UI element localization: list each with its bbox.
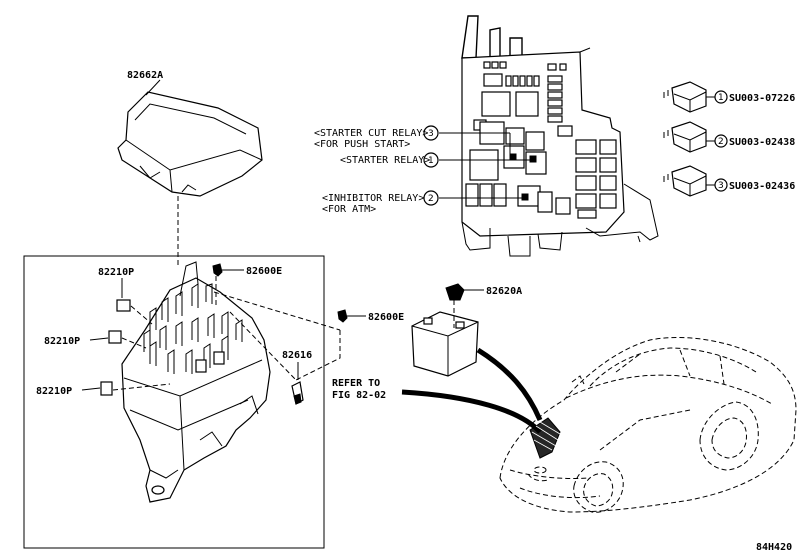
inhibitor-relay-label: <INHIBITOR RELAY> <box>322 193 424 204</box>
clip-mid-guide <box>213 291 341 331</box>
relay2-callout-number: 2 <box>718 137 724 147</box>
cover-leader <box>145 79 161 96</box>
small-block-mid-leader <box>89 337 109 341</box>
starter-relay-label: <STARTER RELAY> <box>340 155 430 166</box>
battery <box>411 311 479 377</box>
starter-cut-relay-note: <FOR PUSH START> <box>314 139 410 150</box>
relay3-callout-circle <box>714 178 728 192</box>
callout-circle-2 <box>423 190 439 206</box>
callout-number-3: 3 <box>428 129 434 139</box>
clip-top-shape <box>212 263 223 277</box>
relay1-callout-circle <box>714 90 728 104</box>
fuse-box-cover <box>117 91 263 197</box>
callout-circle-3 <box>423 125 439 141</box>
pointer-battery-swoosh <box>476 347 543 421</box>
callout-number-1: 1 <box>428 156 434 166</box>
assembly-frame <box>23 255 325 549</box>
relay3-callout-number: 3 <box>718 181 724 191</box>
small-block-top-part-number: 82210P <box>98 267 134 278</box>
small-block-bot-leader <box>81 387 101 391</box>
clip-mid-shape <box>337 309 348 323</box>
relay1-callout-number: 1 <box>718 93 724 103</box>
refer-fig-text: FIG 82-02 <box>332 390 386 401</box>
small-block-bot-dash <box>112 383 171 391</box>
clip-top-part-number: 82600E <box>246 266 282 277</box>
battery-clip-part-number: 82620A <box>486 286 522 297</box>
clip-mid-part-number: 82600E <box>368 312 404 323</box>
small-block-bot <box>100 381 113 396</box>
small-block-mid <box>108 330 122 344</box>
relay2-part-number: SU003-02438 <box>729 137 795 148</box>
relay-box <box>461 15 659 257</box>
clip-mid-guide-2 <box>295 330 341 381</box>
inhibitor-relay-note: <FOR ATM> <box>322 204 376 215</box>
battery-clip-shape <box>445 283 465 301</box>
callout-number-2: 2 <box>428 194 434 204</box>
pointer-block-swoosh <box>401 389 542 434</box>
car-illustration <box>499 337 797 513</box>
small-block-top <box>116 299 131 312</box>
relay3-part-number: SU003-02436 <box>729 181 795 192</box>
relay-1 <box>663 81 707 113</box>
relay-2 <box>663 121 707 153</box>
figure-code: 84H420 <box>756 542 792 553</box>
relay-3 <box>663 165 707 197</box>
small-block-bot-part-number: 82210P <box>36 386 72 397</box>
small-block-mid-dash <box>121 337 147 349</box>
small-block-top-dash <box>130 305 153 325</box>
small-block-mid-part-number: 82210P <box>44 336 80 347</box>
cover-part-number: 82662A <box>127 70 163 81</box>
refer-to-text: REFER TO <box>332 378 380 389</box>
starter-cut-relay-label: <STARTER CUT RELAY> <box>314 128 428 139</box>
relay2-callout-circle <box>714 134 728 148</box>
relay-block-body <box>121 261 271 503</box>
relay1-part-number: SU003-07226 <box>729 93 795 104</box>
connector-part-number: 82616 <box>282 350 312 361</box>
callout-circle-1 <box>423 152 439 168</box>
